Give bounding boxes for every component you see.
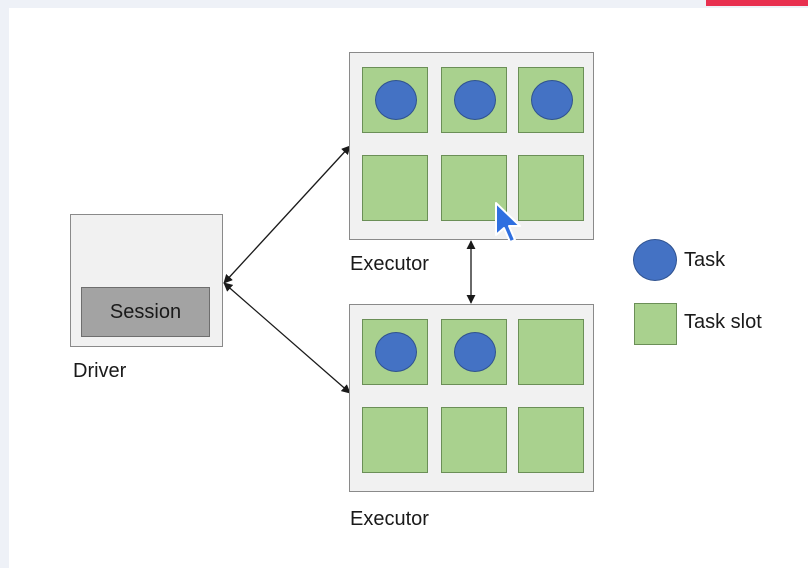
task-slot [362, 67, 428, 133]
executor-box-1 [349, 52, 594, 240]
task-slot [518, 155, 584, 221]
executor-label-1: Executor [350, 253, 429, 275]
task-slot [518, 407, 584, 473]
legend-task-icon [633, 239, 677, 281]
driver-box: Session [70, 214, 223, 347]
executor-box-2 [349, 304, 594, 492]
task-circle [531, 80, 573, 120]
task-slot [441, 319, 507, 385]
mouse-pointer-icon [495, 202, 521, 243]
task-slot [362, 155, 428, 221]
task-slot [441, 67, 507, 133]
arrow-driver-executor-top [223, 145, 351, 284]
task-slot [362, 407, 428, 473]
task-slot [362, 319, 428, 385]
task-circle [454, 80, 496, 120]
accent-bar [706, 0, 808, 6]
task-slot [441, 407, 507, 473]
driver-label: Driver [73, 360, 127, 382]
executor-label-2: Executor [350, 508, 429, 530]
session-label: Session [109, 300, 182, 323]
task-slot [518, 319, 584, 385]
task-circle [375, 332, 417, 372]
task-circle [454, 332, 496, 372]
task-slot [518, 67, 584, 133]
task-circle [375, 80, 417, 120]
legend-task-slot-icon [634, 303, 677, 345]
arrow-driver-executor-bottom [223, 282, 351, 394]
legend-task-slot-label: Task slot [684, 311, 762, 333]
session-box: Session [81, 287, 210, 337]
legend-task-label: Task [684, 249, 726, 271]
